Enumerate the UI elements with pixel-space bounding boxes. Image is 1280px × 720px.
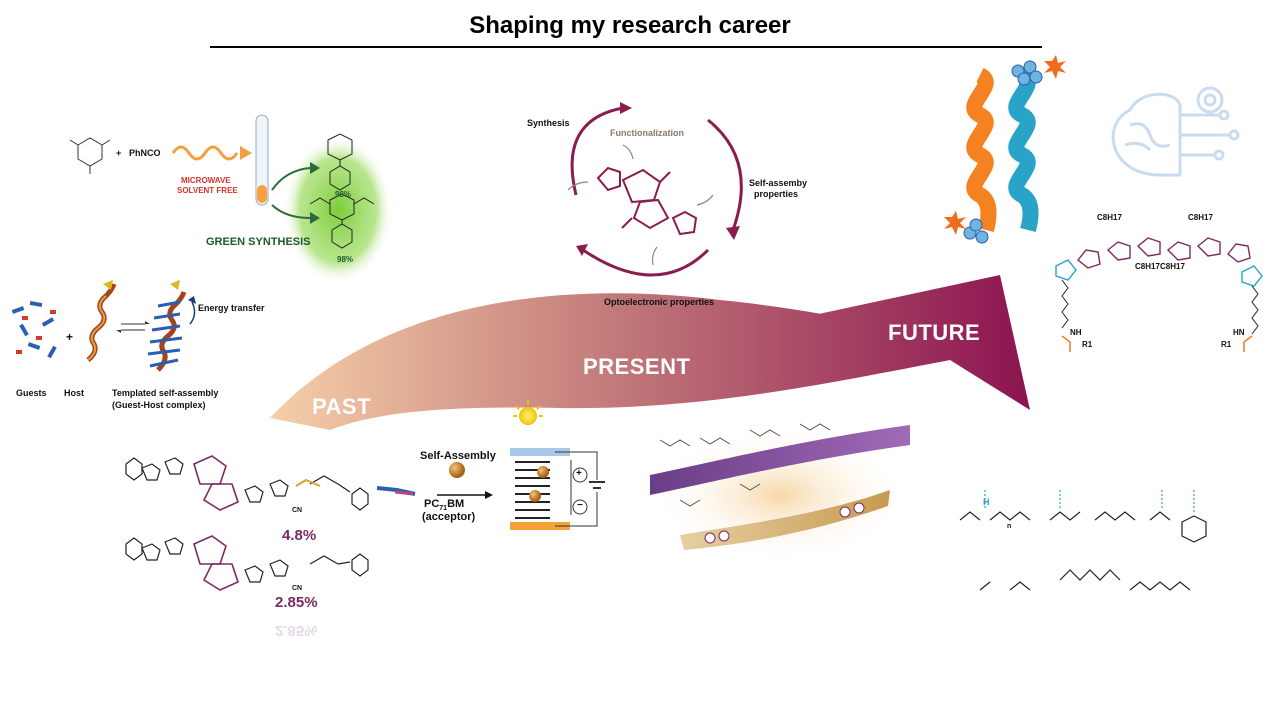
solar-device (376, 400, 605, 530)
complex-label: (Guest-Host complex) (112, 400, 206, 410)
green-synthesis-scheme (69, 114, 448, 290)
host-label: Host (64, 388, 84, 398)
guests-label: Guests (16, 388, 47, 398)
n-subscript: n (1007, 523, 1012, 530)
past-molecules (125, 455, 369, 591)
title-underline (210, 46, 1042, 48)
yield-top: 98% (335, 190, 352, 199)
energy-transfer-label: Energy transfer (198, 303, 265, 313)
acceptor-label-line1: PC71BM (424, 498, 464, 512)
cycle-functionalization: Functionalization (610, 128, 684, 138)
host-guest-scheme (11, 280, 196, 372)
efficiency-2-85: 2.85% (275, 594, 318, 611)
nh-right: HN (1233, 328, 1245, 337)
future-building-blocks (959, 490, 1207, 591)
brain-icon (1111, 86, 1240, 177)
cycle-synthesis: Synthesis (527, 118, 570, 128)
nanofiber-illustration (650, 423, 910, 565)
electrode-minus: − (577, 500, 583, 511)
solvent-free-label: SOLVENT FREE (177, 186, 238, 195)
future-oligothiophene (1055, 237, 1263, 352)
green-synthesis-label: GREEN SYNTHESIS (206, 236, 311, 248)
plus-sign: + (116, 148, 122, 158)
yield-bottom: 98% (337, 255, 354, 264)
r1-left: R1 (1082, 340, 1093, 349)
microwave-label: MICROWAVE (181, 176, 231, 185)
label-present: PRESENT (583, 354, 691, 379)
c8h17-label-4: C8H17 (1160, 262, 1185, 271)
page-title: Shaping my research career (469, 12, 791, 39)
c8h17-label-2: C8H17 (1188, 213, 1213, 222)
cycle-self-assembly-2: properties (754, 189, 799, 199)
electrode-plus: + (576, 468, 582, 479)
acceptor-pc: PC (424, 498, 440, 510)
acceptor-sub: 71 (439, 505, 448, 513)
acceptor-bm: BM (447, 498, 465, 510)
efficiency-4-8: 4.8% (282, 527, 317, 544)
cn-label-2: CN (292, 585, 303, 592)
cn-label-1: CN (292, 507, 303, 514)
templated-label: Templated self-assembly (112, 388, 219, 398)
plus-guest-host: + (66, 330, 74, 344)
nh-left: NH (1070, 328, 1082, 337)
acceptor-label-line2: (acceptor) (422, 511, 476, 523)
research-cycle (567, 102, 743, 277)
efficiency-2-85-reflection: 2.85% (275, 622, 318, 639)
peptide-helices (944, 55, 1066, 244)
label-past: PAST (312, 394, 372, 419)
label-future: FUTURE (888, 320, 981, 345)
h-label: H (983, 497, 990, 507)
r1-right: R1 (1221, 340, 1232, 349)
reagent-phnco: PhNCO (129, 148, 161, 158)
c8h17-label-1: C8H17 (1097, 213, 1122, 222)
c8h17-label-3: C8H17 (1135, 262, 1160, 271)
self-assembly-label: Self-Assembly (420, 450, 496, 462)
cycle-self-assembly-1: Self-assemby (749, 178, 808, 188)
cycle-optoelectronic: Optoelectronic properties (604, 297, 715, 307)
